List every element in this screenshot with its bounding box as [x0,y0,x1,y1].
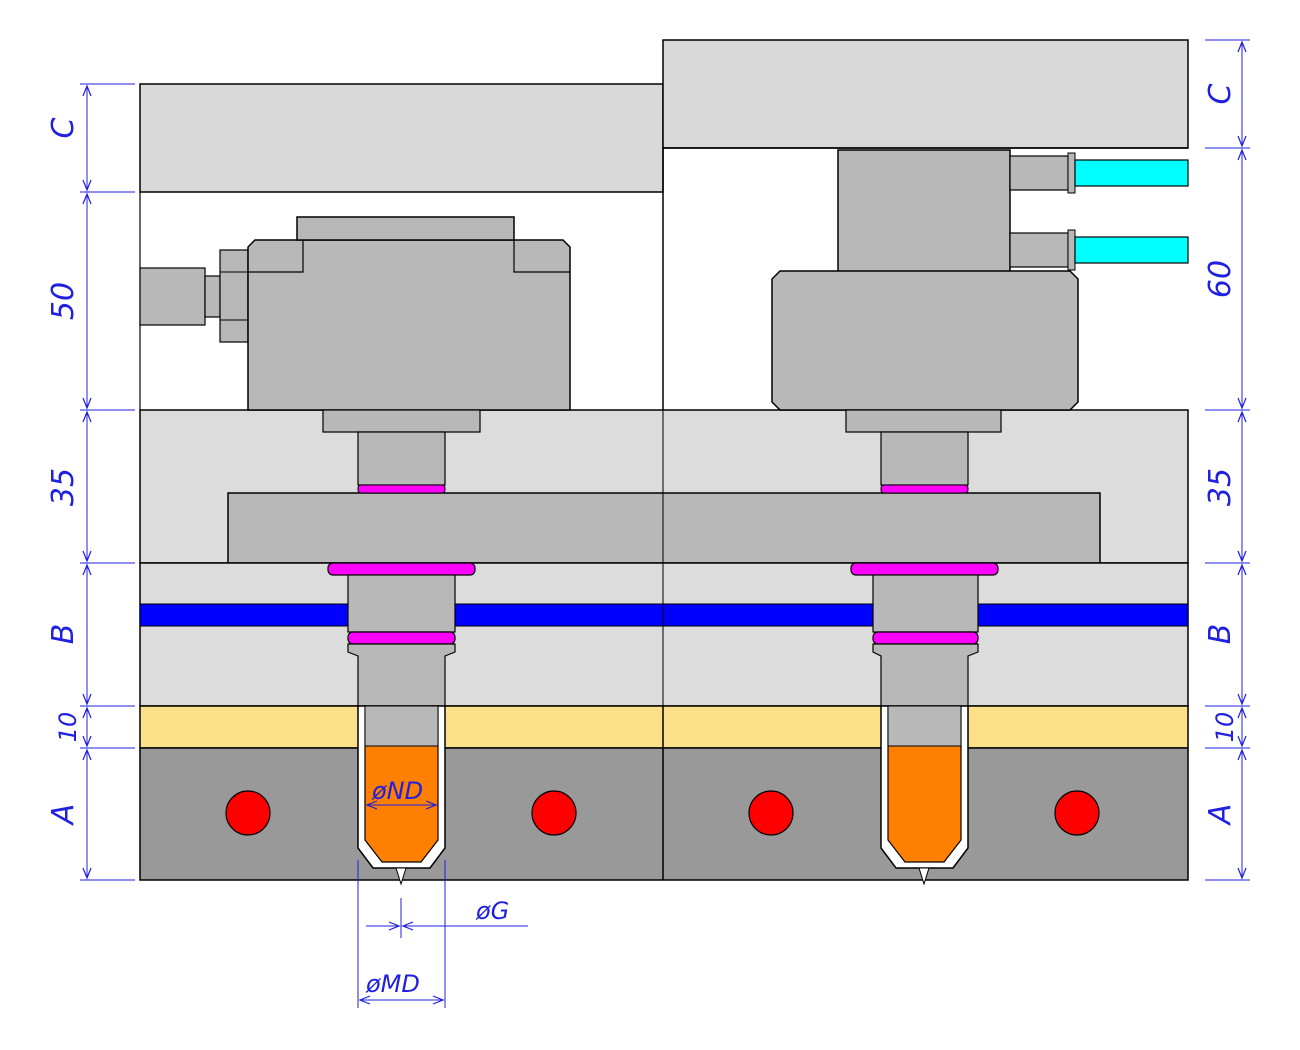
insulation-layer [139,705,1189,749]
dim-right-b: B [1203,624,1238,645]
right-actuator-body [771,270,1079,411]
cooling-hole [531,790,577,836]
dim-right-35: 35 [1203,468,1238,506]
seal-ring [872,631,979,645]
g-dimension [366,898,528,938]
callout-gate-diameter: øG [475,897,509,925]
seal-ring [357,484,446,494]
left-nozzle-assembly [322,409,481,886]
clamp-plate-right [662,39,1189,149]
cooling-hole [225,790,271,836]
left-actuator [139,216,571,411]
left-actuator-cap [296,216,515,241]
left-actuator-body [247,239,571,411]
left-actuator-nut [219,249,249,343]
seal-ring [850,562,999,576]
callout-nozzle-diameter: øND [371,777,423,805]
air-line [1074,159,1189,187]
right-actuator [771,149,1189,411]
cooling-hole [1054,790,1100,836]
dim-right-10: 10 [1211,712,1239,743]
left-actuator-fitting [204,275,221,318]
dim-left-c: C [46,117,81,138]
right-dimension-chain [1205,39,1250,881]
seal-ring [880,484,969,494]
manifold-block [227,492,1101,564]
dim-left-35: 35 [46,468,81,506]
left-dimension-chain [80,83,135,881]
air-line [1074,236,1189,264]
dim-right-60: 60 [1203,260,1238,298]
cooling-channel [139,603,1189,627]
dim-left-50: 50 [46,282,81,320]
right-actuator-head [837,149,1011,273]
md-dimension [357,860,446,1008]
dim-left-10: 10 [54,712,82,743]
dim-right-c: C [1203,83,1238,104]
seal-ring [327,562,476,576]
right-nozzle-assembly [845,409,1002,886]
cooling-hole [748,790,794,836]
callout-mold-diameter: øMD [365,970,420,998]
seal-ring [347,631,456,645]
dim-right-a: A [1203,804,1238,827]
cavity-plate [139,747,1189,881]
clamp-plate-left [139,83,664,193]
dim-left-a: A [46,804,81,827]
nozzle-plate [139,562,1189,707]
left-actuator-connector [139,267,206,326]
dim-left-b: B [46,624,81,645]
